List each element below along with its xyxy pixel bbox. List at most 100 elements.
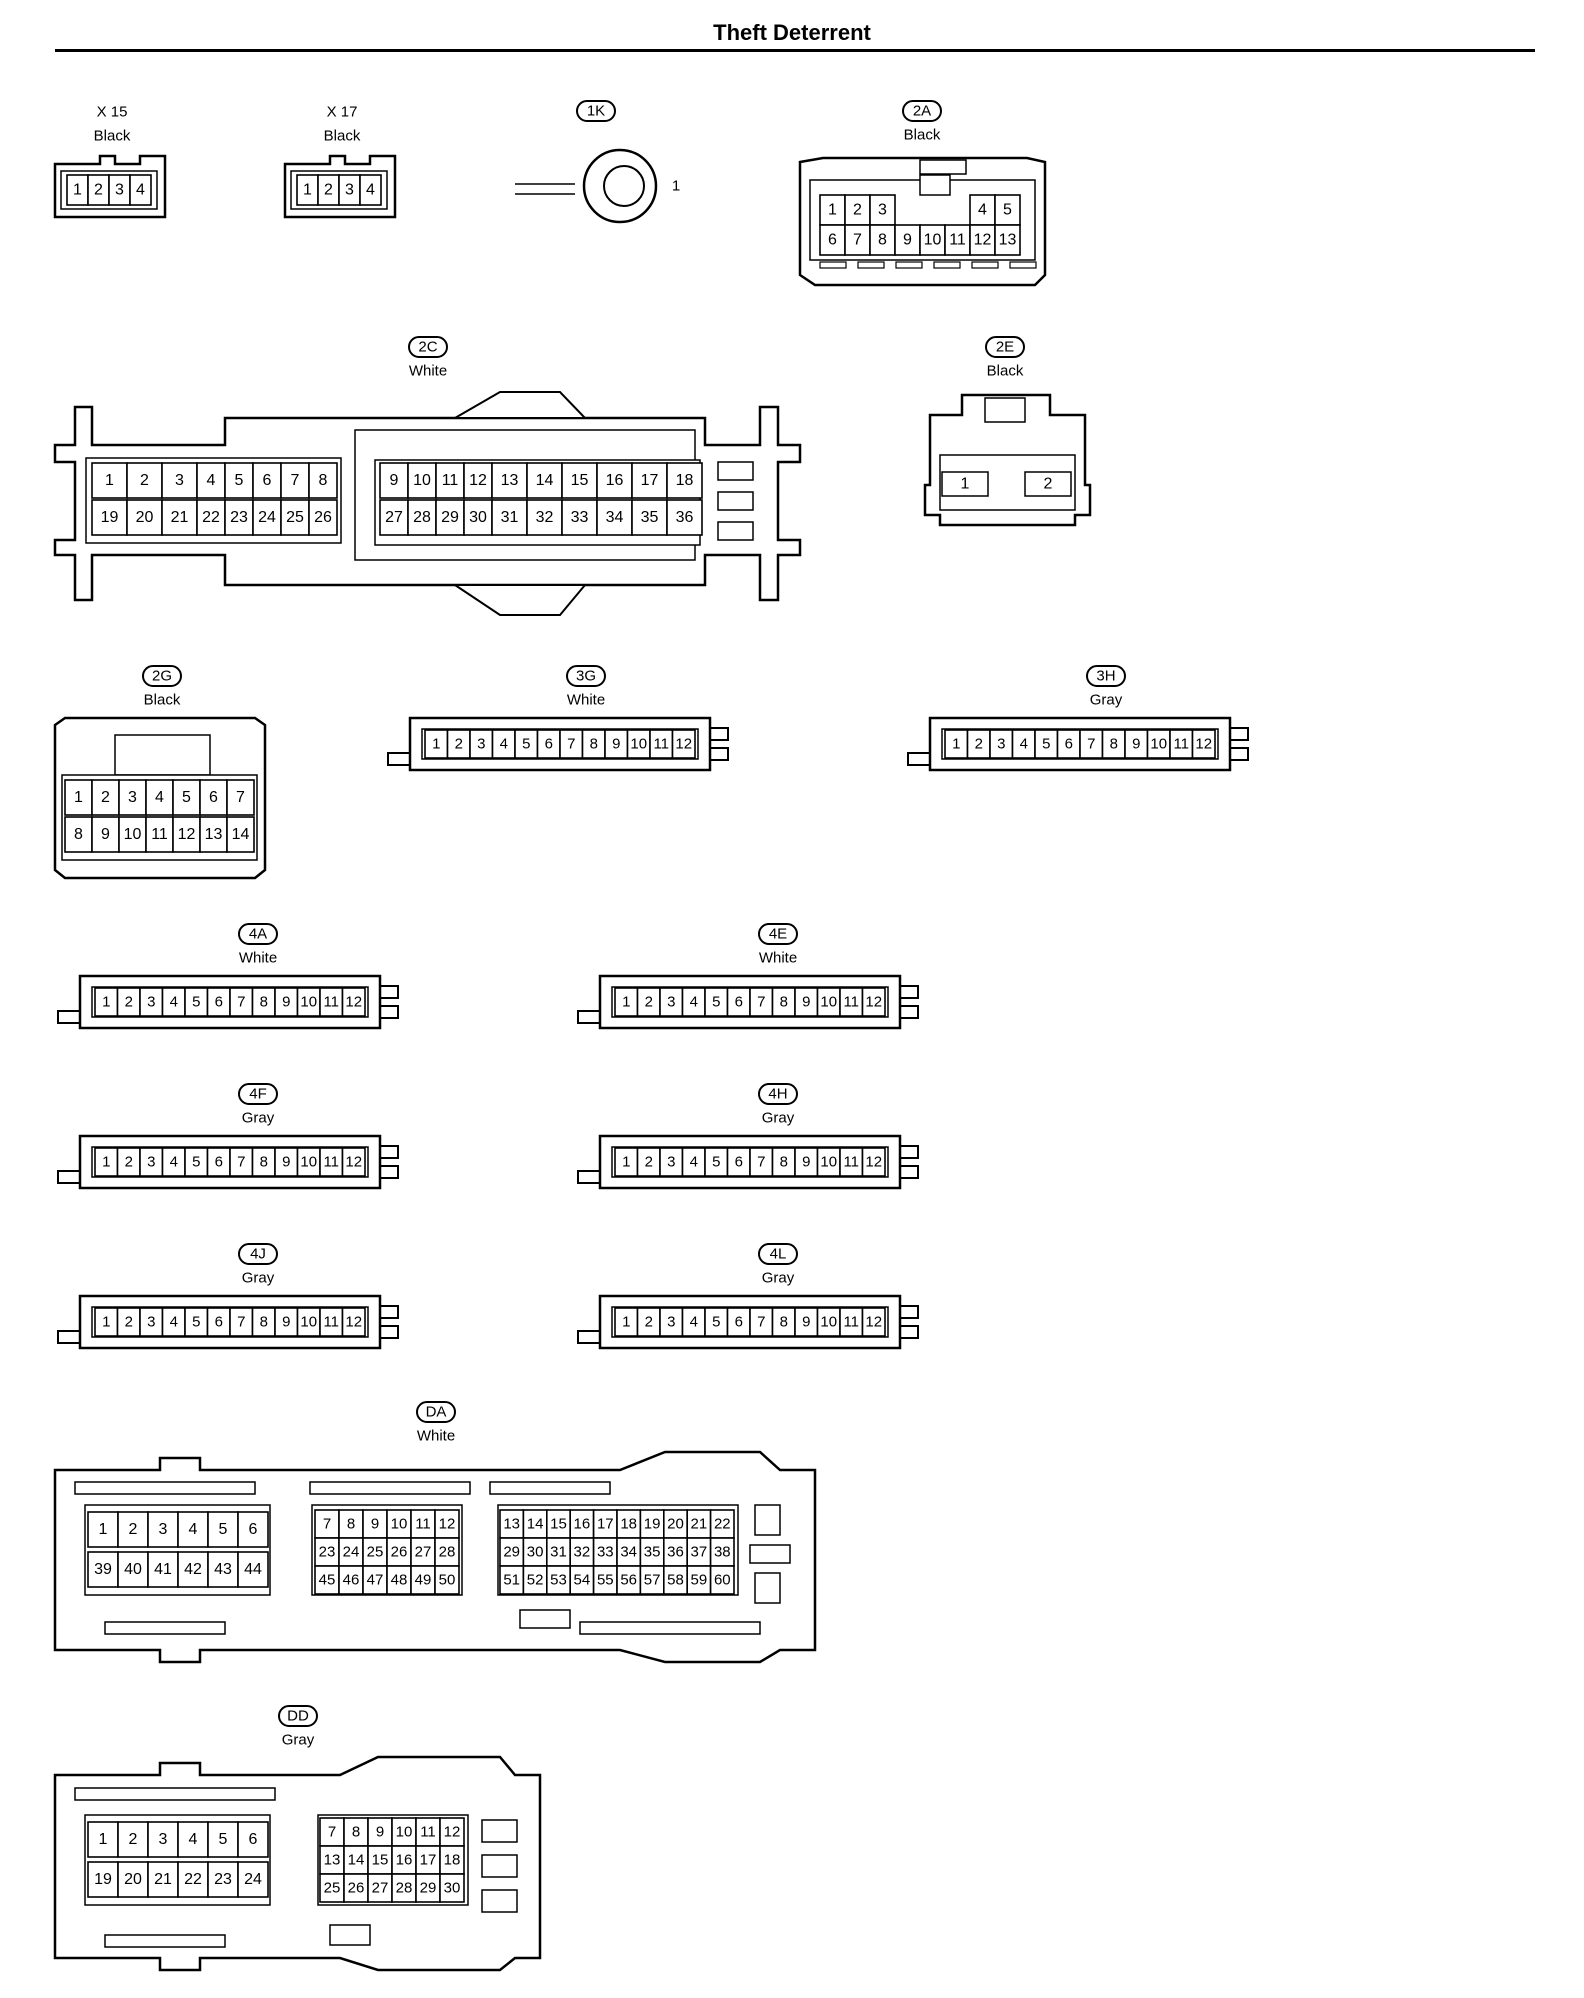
pin-cell — [391, 1845, 417, 1875]
pin-label: 1 — [74, 789, 83, 806]
pin-label: 22 — [202, 509, 220, 526]
connector-code: 2A — [913, 103, 931, 120]
pin-label: 5 — [192, 1154, 200, 1171]
pin-label: 22 — [184, 1871, 202, 1888]
pin-label: 4 — [978, 202, 987, 219]
pin-label: 12 — [444, 1824, 461, 1841]
pin-label: 18 — [620, 1516, 637, 1533]
pin-cell — [709, 1565, 735, 1595]
pin-cell — [117, 1551, 149, 1588]
pin-label: 8 — [878, 232, 887, 249]
pin-cell — [147, 1511, 179, 1548]
pin-cell — [341, 1147, 366, 1177]
pin-label: 11 — [1173, 736, 1189, 753]
pin-cell — [819, 194, 846, 226]
pin-label: 7 — [1087, 736, 1095, 753]
pin-label: 16 — [396, 1852, 413, 1869]
pin-label: 30 — [527, 1544, 544, 1561]
pin-label: 40 — [124, 1561, 142, 1578]
connector-color: White — [239, 950, 277, 967]
pin-label: 36 — [667, 1544, 684, 1561]
connector-color: White — [567, 692, 605, 709]
pin-label: 35 — [641, 509, 659, 526]
pin-label: 3 — [175, 472, 184, 489]
pin-label: 21 — [154, 1871, 172, 1888]
pin-label: 11 — [653, 736, 669, 753]
pin-label: 7 — [853, 232, 862, 249]
pin-cell — [319, 1817, 345, 1847]
latch — [1229, 747, 1249, 761]
pin-label: 8 — [260, 1154, 268, 1171]
pin-label: 1 — [73, 182, 82, 199]
connector-color: Black — [324, 128, 361, 145]
latch — [577, 1010, 601, 1024]
pin-label: 9 — [1132, 736, 1140, 753]
pin-label: 10 — [413, 472, 431, 489]
pin-cell — [237, 1511, 269, 1548]
pin-cell — [161, 499, 198, 536]
pin-cell — [969, 224, 996, 256]
latch — [379, 1165, 399, 1179]
pin-label: 29 — [420, 1880, 437, 1897]
pin-label: 2 — [129, 1521, 138, 1538]
pin-label: 8 — [780, 1314, 788, 1331]
pin-label: 33 — [597, 1544, 614, 1561]
pin-cell — [280, 499, 310, 536]
pin-label: 10 — [820, 1154, 837, 1171]
pin-label: 9 — [612, 736, 620, 753]
pin-label: 10 — [630, 736, 647, 753]
pin-label: 35 — [644, 1544, 661, 1561]
pin-label: 5 — [1003, 202, 1012, 219]
pin-label: 24 — [258, 509, 276, 526]
pin-label: 10 — [1150, 736, 1167, 753]
pin-label: 2 — [101, 789, 110, 806]
pin-label: 43 — [214, 1561, 232, 1578]
pin-label: 4 — [136, 182, 145, 199]
connector-code: DD — [287, 1708, 309, 1725]
pin-cell — [362, 1509, 388, 1539]
pin-label: 52 — [527, 1572, 544, 1589]
pin-cell — [237, 1821, 269, 1858]
pin-label: 26 — [391, 1544, 408, 1561]
pin-cell — [343, 1873, 369, 1903]
pin-label: 12 — [1195, 736, 1212, 753]
pin-cell — [196, 462, 226, 499]
pin-label: 17 — [597, 1516, 614, 1533]
pin-cell — [1024, 471, 1072, 497]
pin-label: 7 — [323, 1516, 331, 1533]
pin-cell — [631, 499, 668, 536]
latch — [899, 1145, 919, 1159]
pin-label: 15 — [372, 1852, 389, 1869]
pin-label: 15 — [550, 1516, 567, 1533]
pin-label: 7 — [757, 994, 765, 1011]
pin-label: 11 — [323, 994, 339, 1011]
pin-cell — [671, 729, 696, 759]
pin-cell — [118, 779, 147, 816]
pin-label: 24 — [244, 1871, 262, 1888]
connector-code: 1K — [587, 103, 605, 120]
latch — [387, 752, 411, 766]
pin-label: 59 — [691, 1572, 708, 1589]
pin-cell — [415, 1817, 441, 1847]
pin-cell — [666, 499, 703, 536]
pin-label: 13 — [324, 1852, 341, 1869]
pin-label: 56 — [620, 1572, 637, 1589]
pin-label: 10 — [300, 994, 317, 1011]
pin-cell — [561, 462, 598, 499]
connector-body — [53, 1755, 542, 1972]
pin-label: 9 — [802, 1314, 810, 1331]
pin-label: 12 — [865, 994, 882, 1011]
pin-cell — [819, 224, 846, 256]
pin-label: 4 — [170, 1314, 178, 1331]
pin-label: 12 — [675, 736, 692, 753]
pin-label: 3 — [667, 994, 675, 1011]
pin-label: 36 — [676, 509, 694, 526]
